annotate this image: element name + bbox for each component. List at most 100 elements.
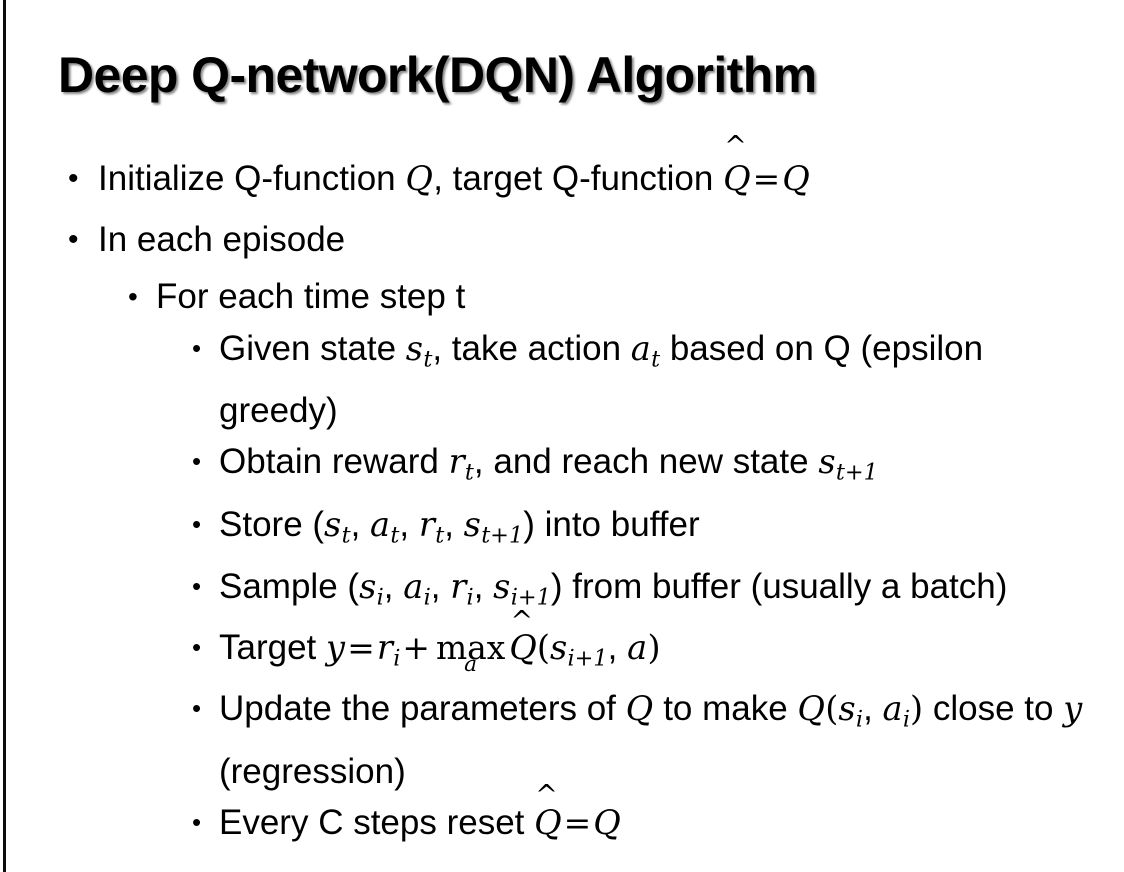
math-subscript: t [390, 521, 400, 548]
list-item-each-time-step: • For each time step t [0, 270, 1124, 323]
math-subscript: t [423, 346, 433, 373]
bullet-marker-icon: • [192, 632, 202, 663]
list-item-store-buffer: • Store (st, at, rt, st+1) into buffer [0, 499, 1124, 561]
math-subscript: t+1 [835, 459, 878, 486]
math-var-state: s [359, 566, 377, 606]
math-subscript: t+1 [481, 521, 524, 548]
text-segment: , [607, 628, 628, 668]
math-subscript: i [855, 706, 864, 733]
math-var-reward: r [376, 628, 394, 668]
list-item-text: Update the parameters of Q to make Q(si,… [219, 683, 1098, 796]
text-segment: Initialize Q-function [98, 159, 406, 198]
text-segment: , [399, 504, 419, 544]
math-op-max-subscript: a [464, 652, 478, 678]
bullet-marker-icon: • [68, 162, 79, 195]
math-var-reward: r [418, 504, 436, 544]
math-var-state: s [405, 329, 424, 368]
text-segment: , take action [432, 329, 631, 368]
math-op-equals: = [347, 628, 375, 668]
math-var-state: s [838, 689, 856, 729]
math-var-q-hat: ^Q [723, 133, 751, 209]
text-segment: Update the parameters of [219, 689, 626, 729]
math-op-equals: = [563, 802, 592, 842]
list-item-initialize: • Initialize Q-function Q, target Q-func… [0, 133, 1124, 209]
page-title: Deep Q-network(DQN) Algorithm [58, 47, 817, 103]
math-var-action: a [630, 329, 652, 368]
text-segment: , [430, 566, 451, 606]
slide-left-edge-rule [3, 0, 6, 872]
text-segment: , [444, 504, 464, 544]
list-item-text: Sample (si, ai, ri, si+1) from buffer (u… [219, 561, 1098, 623]
math-var-q-hat: ^Q [534, 782, 562, 848]
list-item-obtain-reward: • Obtain reward rt, and reach new state … [0, 436, 1124, 498]
math-subscript: i [466, 584, 474, 611]
text-segment: , and reach new state [473, 442, 819, 482]
math-subscript: t [464, 459, 474, 486]
text-segment: , [473, 566, 494, 606]
list-item-text: Every C steps reset ^Q=Q [219, 782, 1098, 848]
math-var-y: y [1063, 689, 1083, 729]
text-segment: , [383, 566, 404, 606]
math-var-q: Q [593, 802, 622, 842]
text-segment: Every C steps reset [219, 802, 535, 842]
math-var-action: a [370, 504, 391, 544]
math-subscript: t [341, 521, 351, 548]
math-var-state: s [324, 504, 342, 544]
math-var-reward: r [448, 442, 465, 482]
list-item-reset-target: • Every C steps reset ^Q=Q [0, 782, 1124, 848]
math-subscript: t [435, 521, 445, 548]
math-var-next-state: s [493, 566, 511, 606]
list-item-text: In each episode [98, 220, 346, 259]
text-segment: ) from buffer (usually a batch) [550, 566, 1008, 606]
math-paren-close: ) [910, 689, 924, 729]
bullet-marker-icon: • [192, 508, 202, 539]
math-paren-open: ( [825, 689, 839, 729]
text-segment: , [350, 504, 371, 544]
list-item-update-parameters: • Update the parameters of Q to make Q(s… [0, 683, 1124, 796]
text-segment: based on Q (epsilon greedy) [219, 329, 984, 431]
math-var-reward: r [450, 566, 467, 606]
bullet-marker-icon: • [192, 333, 202, 363]
text-segment: (regression) [219, 751, 406, 791]
text-segment: , [863, 689, 883, 729]
math-subscript: i+1 [510, 584, 551, 611]
math-var-q-func: Q [797, 689, 826, 729]
list-item-sample-buffer: • Sample (si, ai, ri, si+1) from buffer … [0, 561, 1124, 623]
bullet-marker-icon: • [192, 446, 202, 477]
text-segment: , target Q-function [433, 159, 724, 198]
math-var-q-target: Q [782, 159, 811, 198]
math-subscript: i [902, 706, 911, 733]
math-var-q: Q [625, 689, 654, 729]
math-subscript: i+1 [567, 645, 608, 672]
math-op-equals: = [752, 159, 781, 198]
math-var-action: a [882, 689, 903, 729]
list-item-text: Obtain reward rt, and reach new state st… [219, 436, 1098, 498]
text-segment: close to [923, 689, 1064, 729]
math-paren-open: ( [536, 628, 550, 668]
math-var-q: Q [405, 159, 434, 198]
math-var-next-state: s [818, 442, 836, 482]
math-var-q-base: Q [509, 628, 537, 668]
text-segment: Given state [219, 329, 406, 368]
math-var-next-state: s [549, 628, 568, 668]
math-var-action: a [627, 628, 648, 668]
math-var-y: y [326, 628, 346, 668]
list-item-text: For each time step t [156, 277, 466, 316]
text-segment: Store ( [219, 504, 325, 544]
bullet-marker-icon: • [192, 693, 202, 724]
text-segment: Sample ( [219, 566, 360, 606]
math-subscript: t [651, 346, 661, 373]
math-var-q-hat: ^Q [509, 608, 537, 672]
algorithm-bullet-list: • Initialize Q-function Q, target Q-func… [0, 133, 1124, 848]
bullet-marker-icon: • [128, 281, 138, 312]
bullet-marker-icon: • [68, 223, 79, 256]
list-item-text: Initialize Q-function Q, target Q-functi… [98, 133, 1124, 209]
math-subscript: i [423, 584, 431, 611]
math-subscript: i [376, 584, 384, 611]
bullet-marker-icon: • [192, 570, 202, 601]
math-var-q-base: Q [723, 159, 751, 198]
